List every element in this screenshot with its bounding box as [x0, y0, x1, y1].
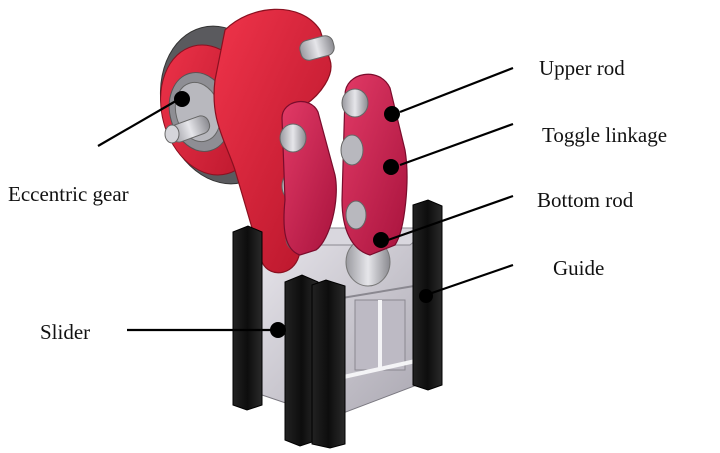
leader-lines: [97, 66, 514, 338]
label-toggle-linkage: Toggle linkage: [542, 123, 668, 147]
label-guide: Guide: [553, 256, 605, 280]
label-slider: Slider: [40, 320, 91, 344]
label-eccentric-gear: Eccentric gear: [8, 182, 129, 206]
guide-rails: [232, 199, 443, 449]
label-upper-rod: Upper rod: [539, 56, 625, 80]
label-bottom-rod: Bottom rod: [537, 188, 634, 212]
